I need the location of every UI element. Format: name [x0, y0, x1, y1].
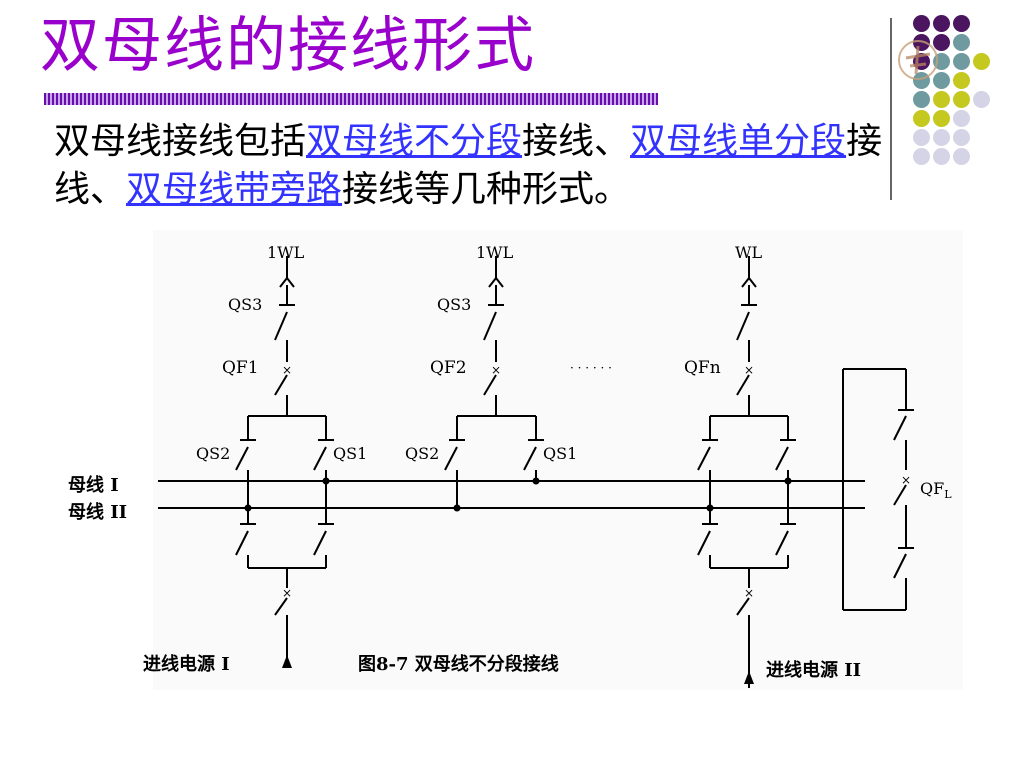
cross-mark: × — [282, 363, 292, 377]
body-mid-2: 接线、 — [54, 121, 883, 210]
body-mid-1: 接线、 — [522, 121, 631, 162]
tie-breaker — [842, 368, 914, 611]
body-suffix: 接线等几种形式。 — [342, 169, 631, 210]
decoration-dot — [913, 148, 930, 165]
decoration-dot — [933, 15, 950, 32]
title-underline — [44, 93, 658, 105]
decoration-dot — [913, 72, 930, 89]
decoration-dot — [953, 15, 970, 32]
seal-logo — [898, 40, 938, 80]
slide-title: 双母线的接线形式 — [40, 11, 536, 81]
source-2-branch — [697, 481, 796, 688]
decoration-dot — [953, 72, 970, 89]
decoration-dot — [953, 91, 970, 108]
qs2-label-1: QS2 — [196, 444, 230, 463]
cross-mark: × — [491, 363, 501, 377]
decoration-dot — [953, 148, 970, 165]
decoration-dot — [953, 129, 970, 146]
source-2-label: 进线电源 II — [766, 659, 861, 681]
breaker-label-2: QF2 — [430, 358, 467, 378]
decoration-dot — [933, 148, 950, 165]
qs3-label-2: QS3 — [437, 295, 471, 314]
qs3-label-1: QS3 — [228, 295, 262, 314]
decoration-dot — [933, 129, 950, 146]
body-prefix: 双母线接线包括 — [54, 121, 307, 162]
junction-dots — [244, 477, 792, 512]
decoration-dot — [953, 110, 970, 127]
decoration-dot — [933, 34, 950, 51]
line-label-n: WL — [735, 243, 762, 262]
cross-mark: × — [744, 363, 754, 377]
figure-caption: 图8-7 双母线不分段接线 — [358, 653, 559, 675]
decoration-dot — [953, 34, 970, 51]
cross-mark: × — [744, 586, 754, 600]
breaker-label-1: QF1 — [222, 358, 259, 378]
feeder-1 — [235, 256, 334, 508]
feeder-2 — [444, 256, 544, 508]
decoration-dot — [933, 72, 950, 89]
source-1-branch — [235, 481, 334, 668]
decoration-dot — [933, 110, 950, 127]
decoration-dot — [913, 15, 930, 32]
decoration-dot — [973, 91, 990, 108]
breaker-label-n: QFn — [684, 358, 721, 378]
tie-breaker-label: QFL — [920, 479, 952, 501]
bus-1-label: 母线 I — [68, 474, 119, 496]
decoration-dot — [913, 110, 930, 127]
line-label-2: 1WL — [476, 243, 514, 262]
decoration-dot — [953, 53, 970, 70]
decoration-dot — [933, 91, 950, 108]
bus-2-label: 母线 II — [68, 501, 127, 523]
decoration-dot — [913, 91, 930, 108]
line-label-1: 1WL — [267, 243, 305, 262]
diagram-background — [153, 230, 963, 690]
qs2-label-2: QS2 — [405, 444, 439, 463]
cross-mark: × — [901, 473, 911, 487]
link-double-bus-unsectioned[interactable]: 双母线不分段 — [306, 121, 523, 162]
body-text: 双母线接线包括双母线不分段接线、双母线单分段接线、双母线带旁路接线等几种形式。 — [54, 118, 954, 214]
link-double-bus-single-section[interactable]: 双母线单分段 — [630, 121, 847, 162]
feeder-n — [697, 256, 796, 508]
decoration-dot — [913, 129, 930, 146]
decoration-dot — [973, 53, 990, 70]
qs1-label-1: QS1 — [333, 444, 367, 463]
qs1-label-2: QS1 — [543, 444, 577, 463]
ellipsis: · · · · · · — [570, 361, 612, 375]
source-1-label: 进线电源 I — [143, 653, 230, 675]
cross-mark: × — [282, 586, 292, 600]
link-double-bus-bypass[interactable]: 双母线带旁路 — [126, 169, 343, 210]
decoration-divider — [890, 18, 892, 200]
